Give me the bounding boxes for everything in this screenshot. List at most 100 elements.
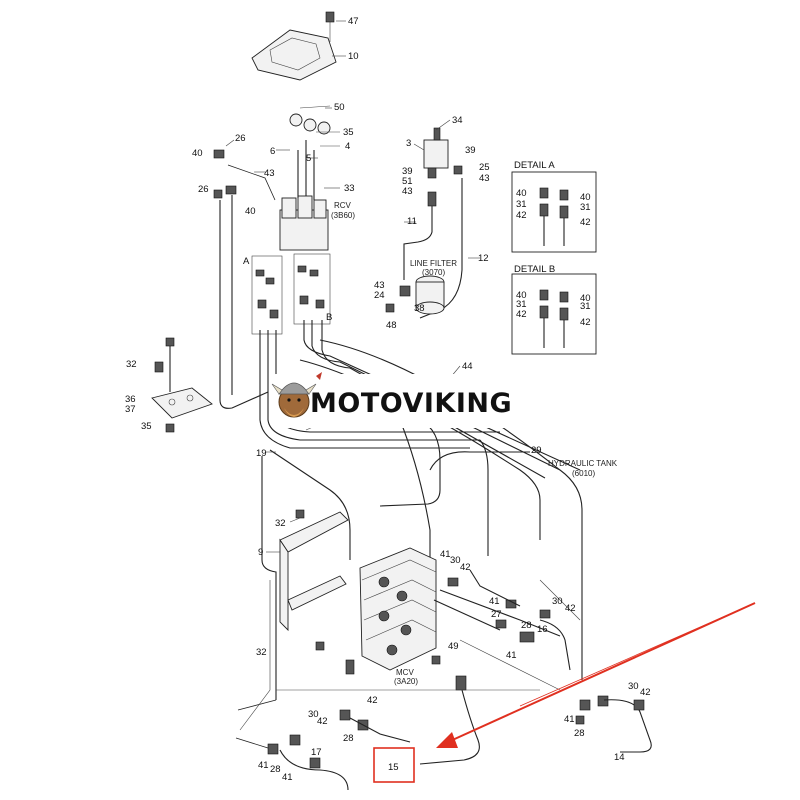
part-number: 35 [343,127,354,138]
part-number: 40 [245,206,256,217]
part-number: 49 [448,641,459,652]
part-number: 34 [452,115,463,126]
mcv-code: (3A20) [394,677,418,686]
part-number: 28 [521,620,532,631]
part-number: 25 [479,162,490,173]
part-number: 43 [402,186,413,197]
part-number: 10 [348,51,359,62]
part-number: 26 [198,184,209,195]
viking-logo-icon [271,372,322,418]
detail-a-right-label: 40 [580,192,591,203]
part-number: 44 [462,361,473,372]
part-number: 14 [614,752,625,763]
part-number: 3 [406,138,411,149]
part-number: 41 [564,714,575,725]
detail-a-box [511,171,597,253]
part-number: 48 [386,320,397,331]
mcv-bracket [279,509,349,651]
detail-a-left-label: 31 [516,199,527,210]
part-number: 28 [270,764,281,775]
part-number: 27 [491,609,502,620]
reference-lines [239,579,581,731]
line-filter-assembly [385,127,463,319]
part-number: 42 [565,603,576,614]
part-number: 9 [258,547,263,558]
part-number: 41 [282,772,293,783]
part-number: 41 [506,650,517,661]
line-filter-label: LINE FILTER [410,259,457,268]
watermark-banner: MOTOVIKING [270,372,532,428]
part-number: 19 [256,448,267,459]
part-number: 32 [126,359,137,370]
part-number: 43 [479,173,490,184]
part-number: 33 [344,183,355,194]
part-number: 4 [345,141,350,152]
highlight-part-number: 15 [388,762,399,773]
detail-b-box [511,273,597,355]
part-number: 42 [367,695,378,706]
part-number: 16 [537,624,548,635]
leader-lines [225,105,480,553]
detail-a-right-label: 42 [580,217,591,228]
part-number: 30 [450,555,461,566]
highlight-arrow [447,602,756,743]
part-number: 43 [374,280,385,291]
part-number: 26 [235,133,246,144]
detail-a-left-label: 40 [516,188,527,199]
floor-bracket [151,337,213,433]
part-number: 51 [402,176,413,187]
part-number: 6 [270,146,275,157]
rcv-valve [279,107,332,251]
part-number: 39 [402,166,413,177]
part-number: 41 [258,760,269,771]
part-number: 35 [141,421,152,432]
part-number: 30 [552,596,563,607]
part-number: 32 [256,647,267,658]
left-fittings [213,149,276,409]
part-number: 32 [275,518,286,529]
arrow-head-icon [436,732,458,748]
highlight-box [373,747,415,783]
detail-b-left-label: 40 [516,290,527,301]
right-fittings [419,569,561,765]
part-number: 24 [374,290,385,301]
rcv-code: (3B60) [331,211,355,220]
part-number: 41 [489,596,500,607]
detail-a-title: DETAIL A [514,160,555,171]
part-number: 39 [465,145,476,156]
port-group-a-label: A [243,256,250,267]
part-number: 28 [574,728,585,739]
detail-b-right-label: 40 [580,293,591,304]
hydraulic-tank-code: (6010) [572,469,595,478]
main-hoses [261,339,583,700]
detail-a-right-label: 31 [580,202,591,213]
detail-b-left-label: 42 [516,309,527,320]
part-number: 11 [407,216,417,227]
part-number: 42 [640,687,651,698]
port-group-b-label: B [326,312,332,323]
part-number: 30 [308,709,319,720]
detail-b-right-label: 31 [580,301,591,312]
rcv-label: RCV [334,201,352,210]
bottom-fittings [235,695,652,791]
mcv-label: MCV [396,668,414,677]
watermark-text: MOTOVIKING [310,388,512,419]
part-number-labels: 47 10 50 26 35 4 34 3 39 40 6 5 43 39 25… [125,16,651,783]
line-filter-code: (3070) [422,268,445,277]
part-number: 40 [192,148,203,159]
part-number: 42 [460,562,471,573]
hydraulic-tank-label: HYDRAULIC TANK [548,459,618,468]
part-number: 50 [334,102,345,113]
part-number: 38 [414,303,425,314]
part-number: 5 [306,153,311,164]
detail-b-right-label: 42 [580,317,591,328]
highlight-callout: 15 [373,602,756,783]
part-number: 12 [478,253,489,264]
part-number: 41 [440,549,451,560]
mcv-valve [345,547,437,675]
watermark-background [270,374,532,428]
part-number: 37 [125,404,136,415]
detail-b-title: DETAIL B [514,264,555,275]
